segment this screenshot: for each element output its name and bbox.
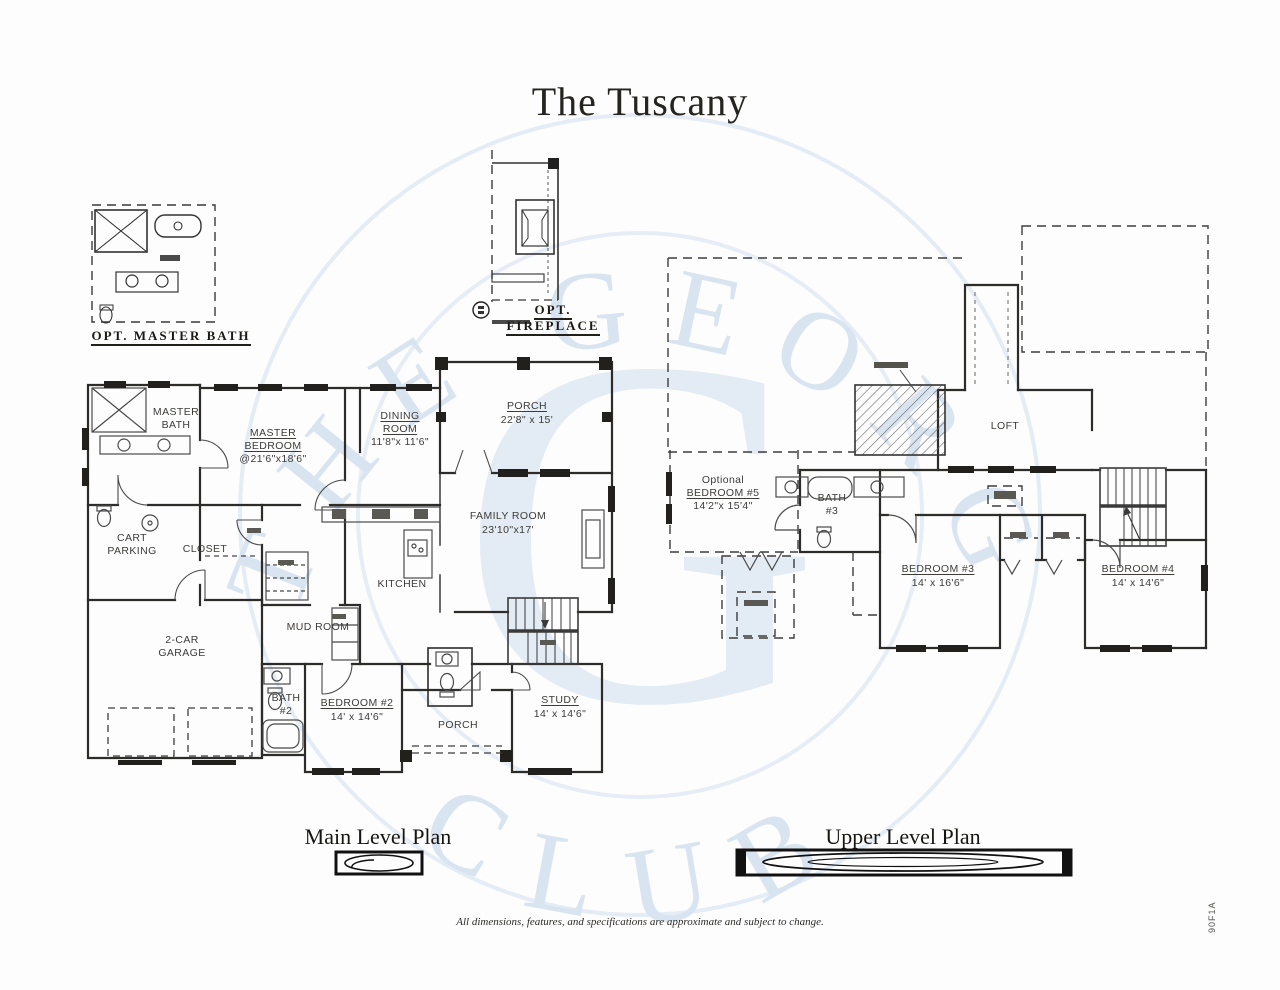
room-label-closet: CLOSET	[182, 543, 228, 555]
room-label-family: FAMILY ROOM 23'10"x17'	[469, 510, 547, 536]
opt-master-bath-inset	[91, 204, 216, 324]
main-windows	[82, 357, 615, 775]
main-microlabels	[247, 509, 556, 645]
room-label-master-bath: MASTER BATH	[152, 406, 200, 431]
opt-fireplace-inset	[472, 150, 559, 324]
room-label-porch-bottom: PORCH	[438, 719, 478, 731]
main-stairs	[507, 597, 579, 665]
upper-level-caption: Upper Level Plan	[825, 824, 981, 849]
room-label-study: STUDY 14' x 14'6"	[533, 694, 587, 720]
main-level-caption: Main Level Plan	[304, 824, 452, 849]
plan-title: The Tuscany	[531, 79, 749, 124]
disclaimer-text: All dimensions, features, and specificat…	[456, 916, 824, 928]
room-label-bedroom2: BEDROOM #2 14' x 14'6"	[320, 697, 394, 723]
upper-hatch-area	[854, 292, 1009, 456]
upper-level-walls	[798, 283, 1208, 650]
upper-windows	[666, 466, 1208, 652]
room-label-bedroom4: BEDROOM #4 14' x 14'6"	[1101, 563, 1175, 589]
room-label-bath2: BATH #2	[271, 692, 301, 717]
room-label-kitchen: KITCHEN	[377, 578, 427, 590]
room-label-bath3: BATH #3	[817, 492, 847, 517]
watermark-monogram: G	[459, 255, 820, 809]
upper-level-scalebar	[735, 848, 1073, 877]
sheet-code: 90F1A	[1207, 901, 1217, 933]
room-label-porch-top: PORCH 22'8" x 15'	[500, 400, 554, 426]
room-label-bedroom5: Optional BEDROOM #5 14'2"x 15'4"	[686, 474, 760, 513]
main-level-scalebar	[334, 850, 424, 876]
upper-fixtures	[739, 476, 1121, 576]
upper-stairs	[1099, 467, 1167, 547]
room-label-bedroom3: BEDROOM #3 14' x 16'6"	[901, 563, 975, 589]
main-fixtures	[91, 387, 605, 753]
room-label-mud-room: MUD ROOM	[286, 621, 350, 633]
room-label-cart-parking: CART PARKING	[107, 532, 157, 557]
room-label-dining: DINING ROOM 11'8"x 11'6"	[371, 410, 429, 449]
room-label-garage: 2-CAR GARAGE	[158, 634, 206, 659]
room-label-master-bedroom: MASTER BEDROOM @21'6"x18'6"	[239, 427, 307, 466]
upper-microlabels	[744, 491, 1069, 606]
main-dashed	[107, 707, 502, 757]
opt-master-bath-caption: OPT. MASTER BATH	[86, 328, 256, 346]
main-doors	[117, 439, 531, 695]
room-label-loft: LOFT	[990, 420, 1020, 432]
opt-fireplace-caption: OPT. FIREPLACE	[488, 302, 618, 336]
